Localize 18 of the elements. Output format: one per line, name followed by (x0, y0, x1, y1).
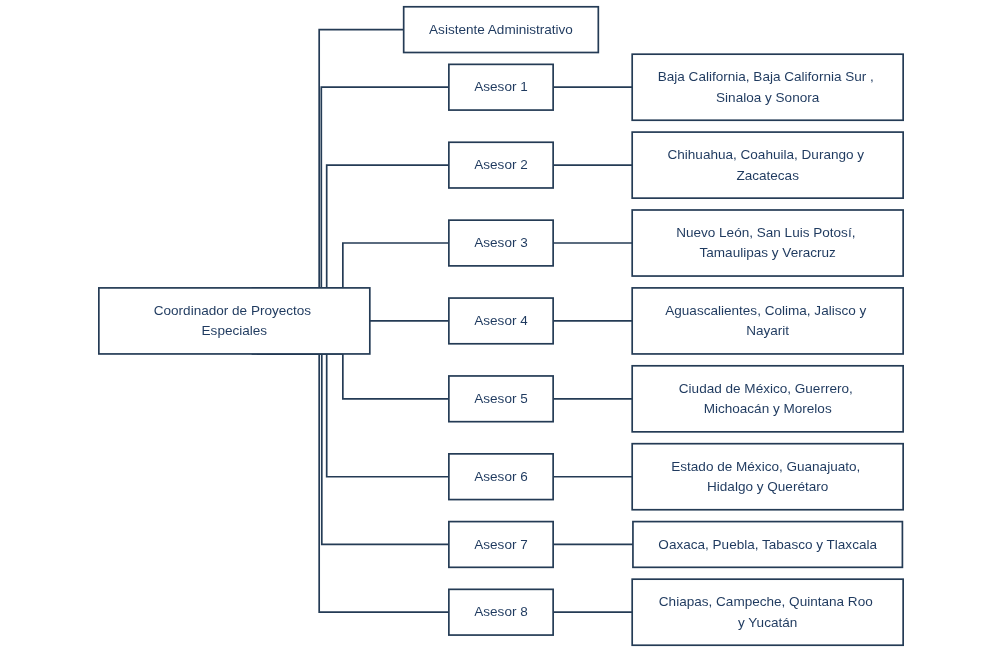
node-box: Chiapas, Campeche, Quintana Roo y Yucatán (631, 578, 904, 647)
node-box: Estado de México, Guanajuato, Hidalgo y Querétaro (631, 442, 904, 511)
node-box: Coordinador de Proyectos Especiales (98, 287, 371, 355)
node-box: Asesor 4 (448, 297, 554, 345)
node-box: Chihuahua, Coahuila, Durango y Zacatecas (631, 131, 904, 199)
node-box: Baja California, Baja California Sur , Sinaloa y Sonora (631, 53, 904, 122)
node-box: Ciudad de México, Guerrero, Michoacán y Morelos (631, 364, 904, 433)
node-box: Asesor 1 (448, 63, 554, 111)
node-box: Aguascalientes, Colima, Jalisco y Nayarit (631, 287, 904, 355)
node-box: Asesor 6 (448, 453, 554, 501)
node-box: Asesor 3 (448, 219, 554, 267)
node-box: Asistente Administrativo (402, 5, 600, 54)
node-box: Nuevo León, San Luis Potosí, Tamaulipas y Veracruz (631, 209, 904, 277)
node-box: Asesor 7 (448, 520, 554, 569)
node-box: Asesor 2 (448, 141, 554, 189)
node-box: Oaxaca, Puebla, Tabasco y Tlaxcala (632, 520, 904, 569)
node-box: Asesor 8 (448, 588, 554, 636)
node-box: Asesor 5 (448, 375, 554, 423)
